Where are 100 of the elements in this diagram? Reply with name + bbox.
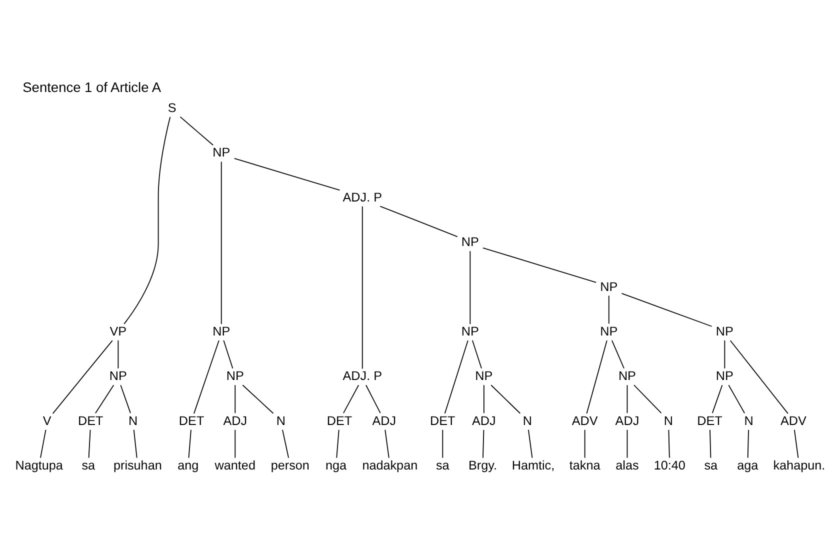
node-text: Brgy. bbox=[468, 458, 498, 472]
node-text: ADJ bbox=[472, 413, 496, 428]
connector bbox=[40, 428, 46, 458]
connector bbox=[724, 339, 726, 368]
connector bbox=[118, 339, 119, 368]
connector bbox=[528, 428, 533, 458]
node-text: DET bbox=[178, 413, 204, 428]
connector bbox=[728, 384, 745, 414]
connector bbox=[343, 384, 360, 414]
connector bbox=[95, 384, 114, 414]
node-text: sa bbox=[436, 458, 450, 472]
connector bbox=[52, 340, 113, 414]
connector bbox=[634, 384, 662, 414]
connector bbox=[362, 205, 363, 369]
node-text: nadakpan bbox=[362, 458, 418, 472]
node-text: N bbox=[128, 413, 138, 428]
node-text: NP bbox=[226, 368, 244, 383]
connector bbox=[282, 428, 290, 458]
connector bbox=[626, 428, 628, 458]
connector bbox=[608, 294, 610, 324]
node-text: DET bbox=[326, 413, 352, 428]
node-text: NP bbox=[716, 324, 734, 338]
connector bbox=[712, 384, 723, 414]
connector bbox=[747, 428, 750, 458]
connector bbox=[470, 250, 471, 324]
node-text: prisuhan bbox=[113, 458, 162, 472]
node-text: ADJ bbox=[372, 413, 396, 428]
node-text: nga bbox=[325, 458, 347, 472]
connector bbox=[120, 384, 131, 414]
connector bbox=[223, 339, 234, 368]
node-text: 10:40 bbox=[654, 458, 686, 472]
connector bbox=[472, 339, 482, 368]
node-text: ADJ bbox=[223, 413, 248, 428]
connector bbox=[584, 428, 586, 458]
node-text: S bbox=[168, 100, 176, 114]
connector bbox=[366, 384, 381, 414]
connector bbox=[188, 428, 192, 458]
node-text: DET bbox=[78, 413, 104, 428]
connector bbox=[668, 428, 670, 458]
node-text: ADJ bbox=[615, 413, 640, 428]
connector bbox=[611, 339, 624, 368]
node-text: ADJ. P bbox=[342, 368, 382, 383]
connector bbox=[234, 384, 236, 414]
node-text: ADV bbox=[780, 413, 806, 428]
node-text: sa bbox=[704, 458, 718, 472]
node-text: takna bbox=[569, 458, 600, 472]
node-text: ang bbox=[178, 458, 199, 472]
node-text: NP bbox=[212, 145, 230, 160]
connector bbox=[336, 428, 340, 458]
connector bbox=[710, 428, 712, 458]
node-text: sa bbox=[82, 458, 96, 472]
connector bbox=[621, 292, 712, 326]
connector bbox=[794, 428, 799, 458]
node-text: N bbox=[276, 413, 286, 428]
node-text: ADV bbox=[572, 413, 598, 428]
node-text: ADJ. P bbox=[342, 190, 382, 204]
node-text: N bbox=[744, 413, 754, 428]
node-text: NP bbox=[475, 368, 493, 383]
node-text: Hamtic, bbox=[512, 458, 555, 472]
node-text: alas bbox=[616, 458, 639, 472]
node-text: aga bbox=[737, 458, 758, 472]
node-text: DET bbox=[430, 413, 456, 428]
connector bbox=[444, 340, 468, 414]
connector bbox=[626, 384, 628, 414]
diagram-title: Sentence 1 of Article A bbox=[22, 80, 161, 95]
node-text: NP bbox=[618, 368, 636, 383]
node-text: NP bbox=[600, 324, 618, 338]
node-text: DET bbox=[697, 413, 722, 428]
node-text: NP bbox=[461, 234, 479, 249]
node-text: wanted bbox=[214, 458, 256, 472]
connector bbox=[180, 116, 214, 146]
connector bbox=[124, 116, 171, 324]
connector bbox=[482, 428, 484, 458]
connector bbox=[194, 340, 220, 414]
node-text: NP bbox=[109, 368, 127, 383]
node-text: kahapun. bbox=[773, 458, 826, 472]
node-text: Nagtupa bbox=[15, 458, 63, 472]
connector bbox=[220, 160, 222, 324]
connector bbox=[384, 428, 390, 458]
node-text: N bbox=[522, 413, 532, 428]
connector bbox=[242, 384, 274, 414]
connector bbox=[442, 428, 444, 458]
connector bbox=[483, 384, 484, 414]
connector bbox=[490, 384, 521, 414]
node-text: NP bbox=[212, 324, 230, 338]
connector bbox=[234, 428, 236, 458]
connector bbox=[380, 205, 458, 237]
node-text: NP bbox=[716, 368, 734, 383]
node-text: V bbox=[42, 413, 52, 428]
node-text: person bbox=[270, 458, 310, 472]
node-text: NP bbox=[600, 279, 618, 294]
connector bbox=[88, 428, 91, 458]
connector bbox=[133, 428, 138, 458]
connector bbox=[234, 158, 340, 190]
connector bbox=[730, 340, 788, 414]
node-text: VP bbox=[110, 324, 127, 338]
node-text: N bbox=[664, 413, 674, 428]
connector bbox=[586, 340, 608, 414]
node-text: NP bbox=[461, 324, 479, 338]
connector bbox=[482, 246, 597, 282]
